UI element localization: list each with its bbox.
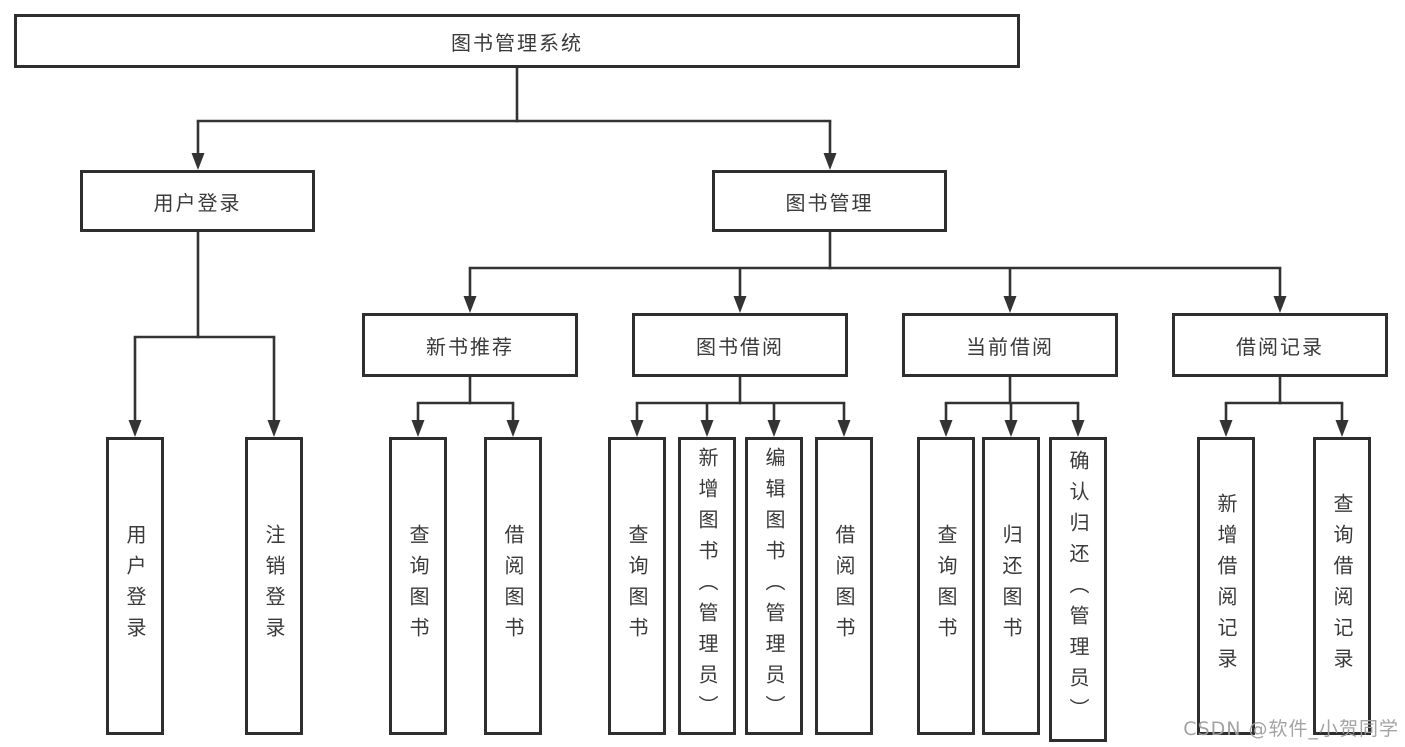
leaf-query-borrow-record: 查询借阅记录 (1313, 437, 1371, 735)
node-user-login: 用户登录 (80, 170, 315, 232)
leaf-borrow-book: 借阅图书 (815, 437, 873, 735)
leaf-query-books-recommend: 查询图书 (389, 437, 447, 735)
leaf-return-book: 归还图书 (982, 437, 1040, 735)
node-borrow-records: 借阅记录 (1172, 313, 1388, 377)
leaf-logout: 注销登录 (245, 437, 303, 735)
leaf-confirm-return-admin: 确认归还（管理员） (1049, 437, 1107, 742)
node-current-borrow: 当前借阅 (902, 313, 1118, 377)
leaf-borrow-books-recommend: 借阅图书 (484, 437, 542, 735)
watermark: CSDN @软件_小贺同学 (1183, 718, 1399, 740)
node-new-book-recommend: 新书推荐 (362, 313, 578, 377)
node-library-system: 图书管理系统 (14, 14, 1020, 68)
leaf-add-borrow-record: 新增借阅记录 (1197, 437, 1255, 735)
leaf-query-books-current: 查询图书 (917, 437, 975, 735)
leaf-edit-book-admin: 编辑图书（管理员） (745, 437, 803, 735)
leaf-query-books-borrow: 查询图书 (608, 437, 666, 735)
node-book-borrow: 图书借阅 (632, 313, 848, 377)
node-book-management: 图书管理 (712, 170, 947, 232)
leaf-user-login: 用户登录 (106, 437, 164, 735)
leaf-add-book-admin: 新增图书（管理员） (678, 437, 736, 735)
